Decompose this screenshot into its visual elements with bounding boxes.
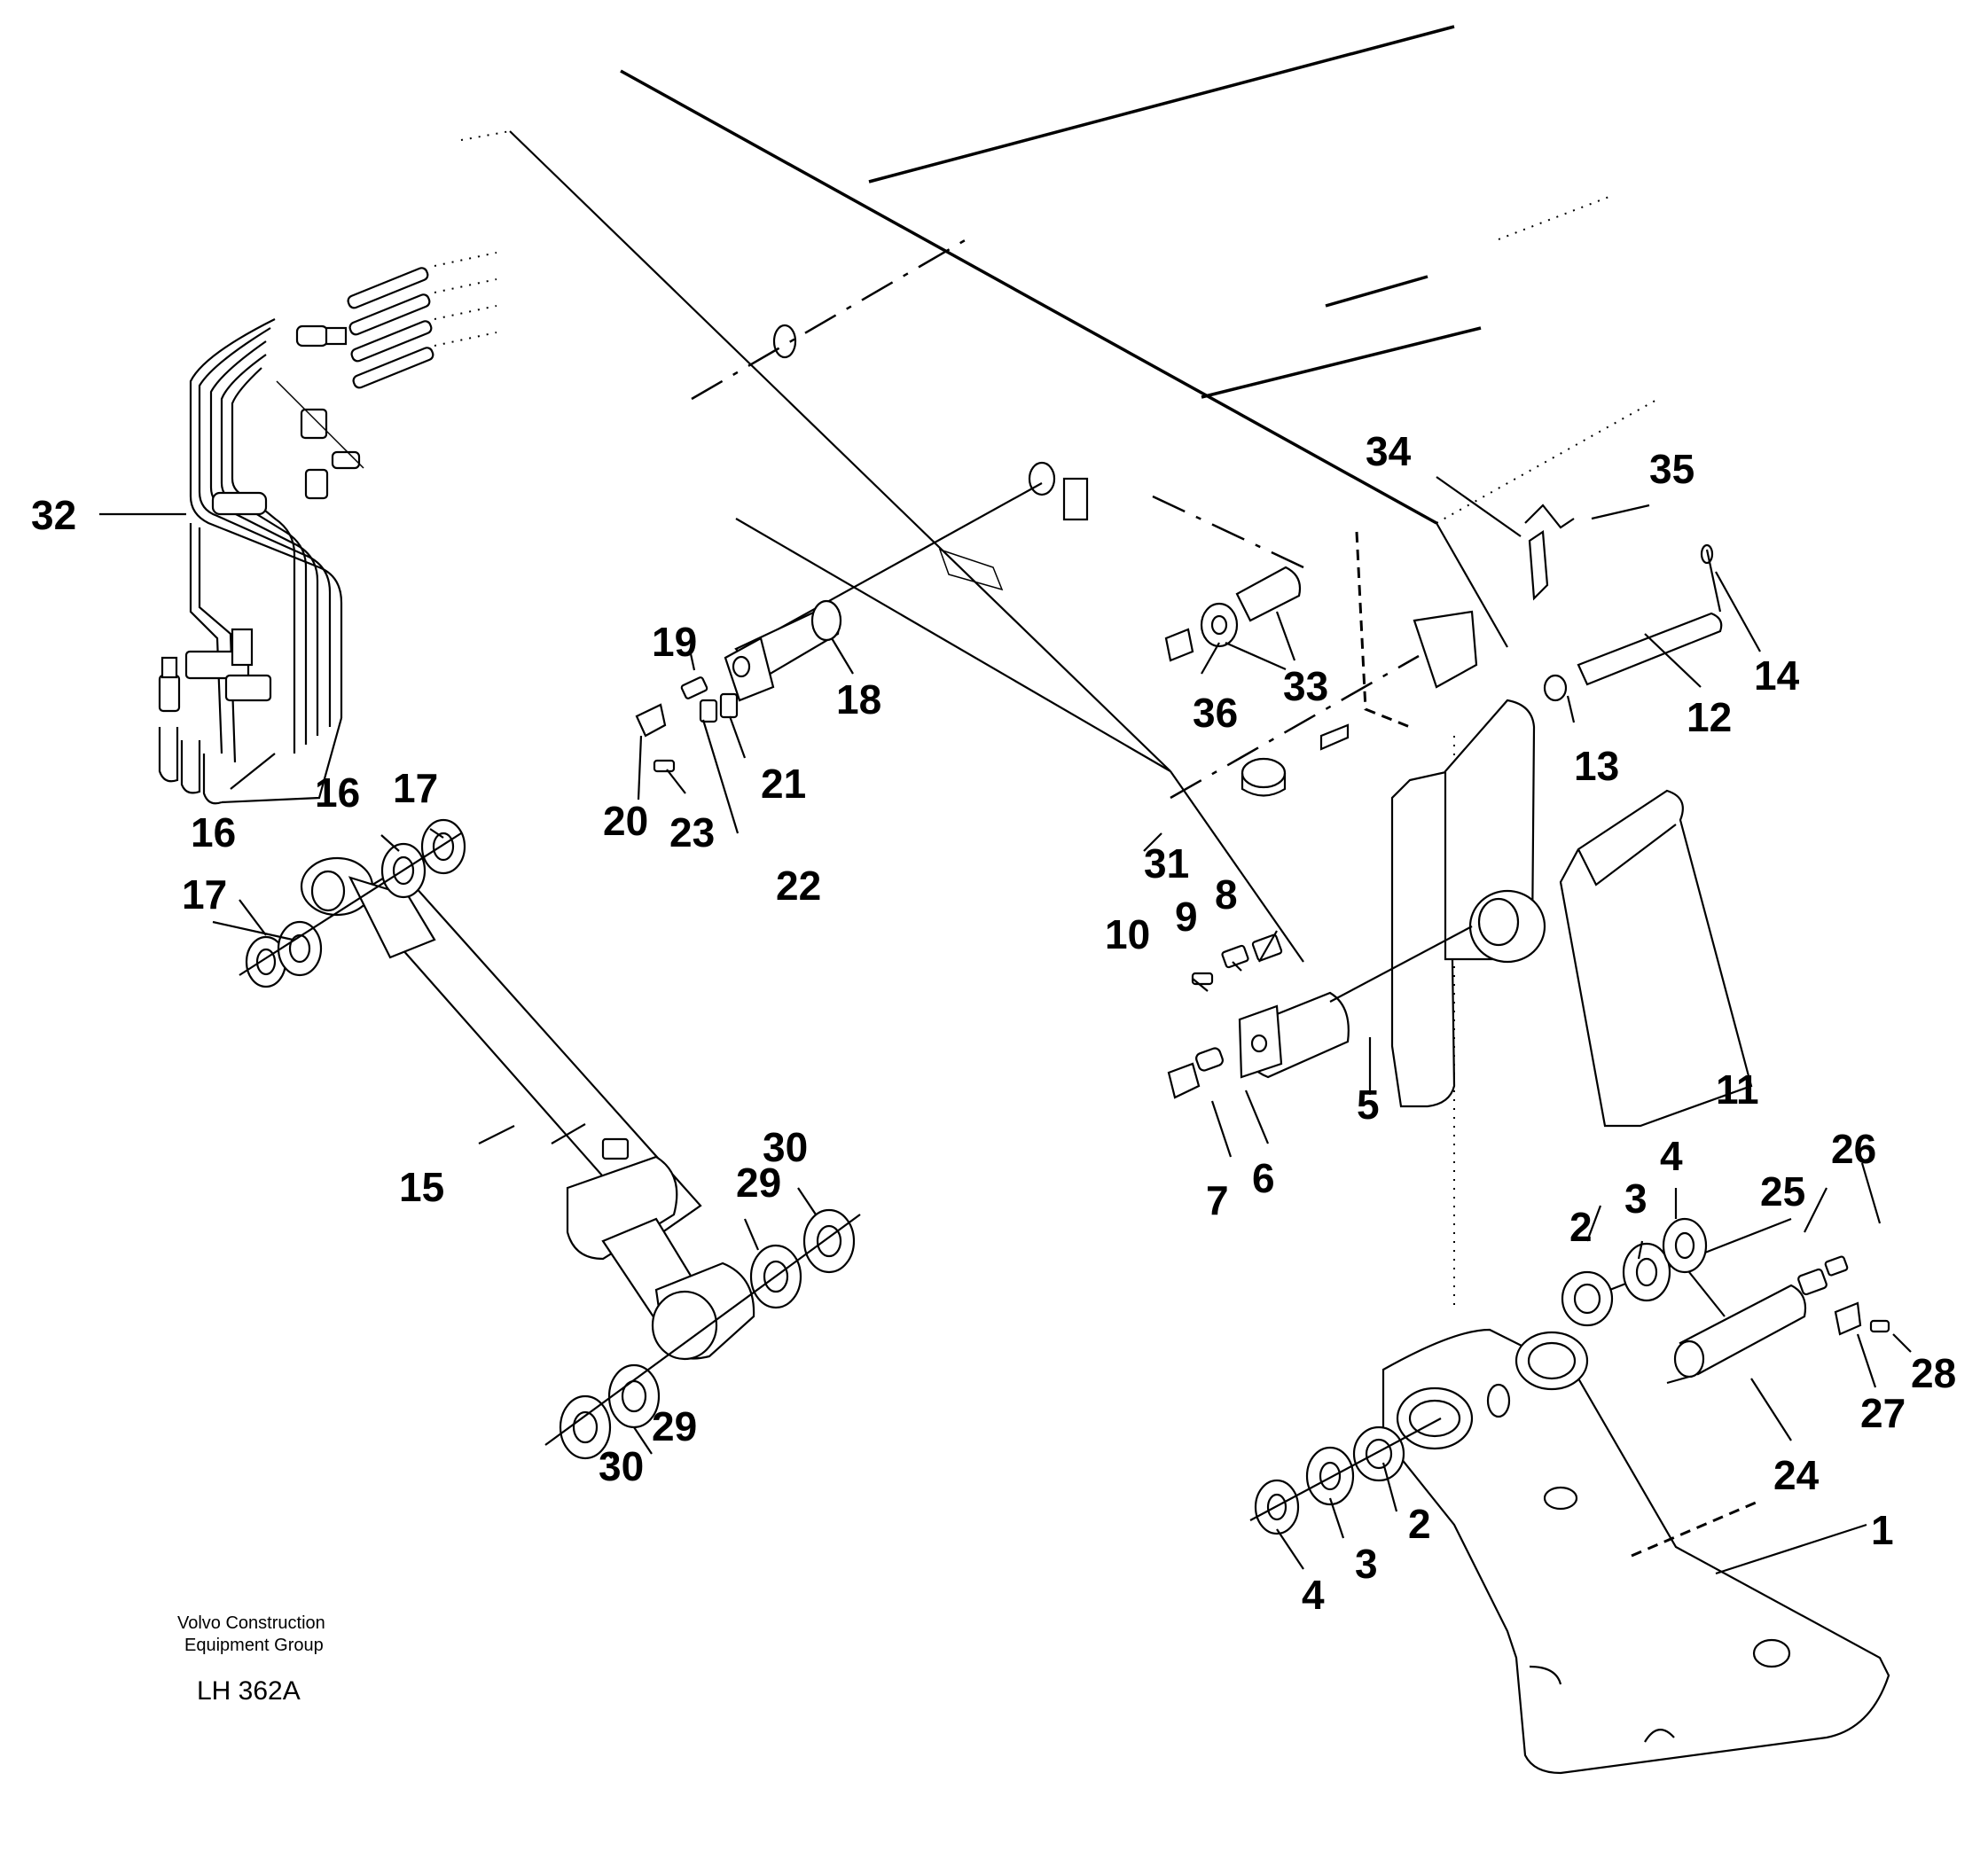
part-label-3: 3 [1624, 1175, 1648, 1222]
hydraulic-pipe-assembly [158, 252, 497, 805]
drawing-footer: Volvo Construction Equipment Group LH 36… [177, 1613, 325, 1706]
boom-foot-assembly [1164, 504, 1753, 1128]
part-label-6: 6 [1252, 1155, 1275, 1201]
part-label-35: 35 [1649, 446, 1694, 492]
part-label-7: 7 [1206, 1177, 1229, 1223]
part-label-4: 4 [1660, 1133, 1683, 1179]
company-name-line2: Equipment Group [184, 1636, 324, 1655]
part-label-34: 34 [1366, 428, 1412, 474]
part-label-16: 16 [191, 809, 236, 855]
part-label-22: 22 [776, 863, 821, 909]
part-label-4: 4 [1302, 1572, 1325, 1618]
part-label-8: 8 [1215, 871, 1238, 918]
part-label-23: 23 [669, 809, 715, 855]
washers [239, 818, 861, 1460]
part-label-31: 31 [1144, 840, 1189, 886]
part-label-32: 32 [31, 492, 76, 538]
part-label-30: 30 [763, 1124, 808, 1170]
part-label-36: 36 [1193, 690, 1238, 736]
part-label-20: 20 [603, 798, 648, 844]
part-label-18: 18 [836, 676, 881, 722]
part-label-10: 10 [1105, 911, 1150, 957]
hydraulic-cylinder [300, 856, 755, 1361]
part-label-27: 27 [1860, 1390, 1906, 1436]
part-label-2: 2 [1408, 1501, 1431, 1547]
part-label-9: 9 [1175, 894, 1198, 940]
part-label-28: 28 [1911, 1350, 1956, 1396]
part-label-5: 5 [1357, 1082, 1380, 1128]
company-name-line1: Volvo Construction [177, 1613, 325, 1633]
part-label-33: 33 [1283, 663, 1328, 709]
part-label-3: 3 [1355, 1541, 1378, 1587]
part-label-1: 1 [1871, 1507, 1894, 1553]
part-label-17: 17 [182, 871, 227, 918]
part-label-30: 30 [599, 1443, 644, 1489]
part-labels: 1 2 2 3 3 4 4 5 6 7 8 9 10 11 12 13 14 1… [31, 428, 1956, 1618]
boom-pin-assembly [635, 482, 1043, 834]
part-label-29: 29 [652, 1403, 697, 1449]
part-label-17: 17 [393, 765, 438, 811]
drawing-code: LH 362A [197, 1676, 301, 1706]
part-label-24: 24 [1773, 1452, 1820, 1498]
part-label-16: 16 [315, 769, 360, 816]
part-label-29: 29 [736, 1160, 781, 1206]
part-label-14: 14 [1754, 652, 1800, 699]
lower-arm-assembly [1249, 1217, 1890, 1775]
part-label-19: 19 [652, 619, 697, 665]
part-label-13: 13 [1574, 743, 1619, 789]
leader-lines [99, 476, 1912, 1575]
part-label-25: 25 [1760, 1168, 1805, 1214]
part-label-15: 15 [399, 1164, 444, 1210]
part-label-12: 12 [1687, 694, 1732, 740]
part-label-26: 26 [1831, 1126, 1876, 1172]
part-label-2: 2 [1569, 1204, 1593, 1250]
part-label-11: 11 [1716, 1066, 1759, 1113]
part-label-21: 21 [761, 761, 806, 807]
boom-body [460, 25, 1659, 1312]
